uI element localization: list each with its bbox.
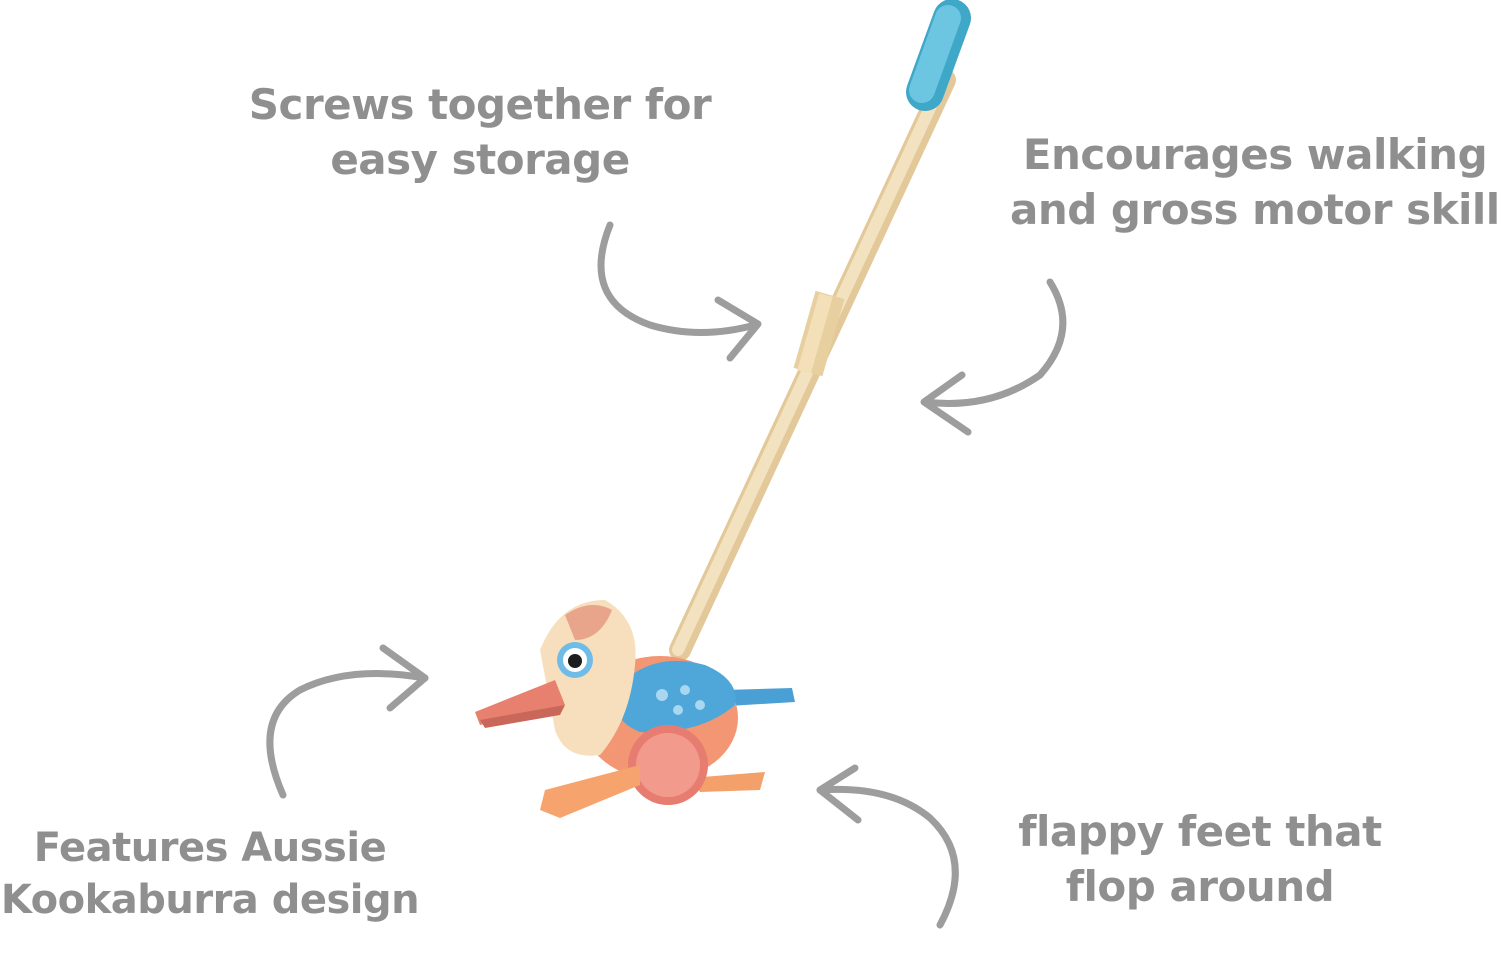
callout-walking-line2: and gross motor skills bbox=[1010, 184, 1500, 234]
callout-kookaburra: Features Aussie Kookaburra design bbox=[0, 822, 420, 926]
head bbox=[540, 600, 636, 756]
callout-walking-line1: Encourages walking bbox=[1022, 130, 1488, 179]
callout-kookaburra-line2: Kookaburra design bbox=[0, 877, 420, 923]
arrow-storage-icon bbox=[597, 221, 762, 362]
callout-storage-line2: easy storage bbox=[330, 134, 630, 184]
kookaburra-toy bbox=[475, 600, 795, 818]
callout-feet-line1: flappy feet that bbox=[1018, 807, 1382, 856]
callout-walking: Encourages walking and gross motor skill… bbox=[1010, 128, 1500, 237]
beak bbox=[475, 680, 565, 725]
callout-kookaburra-line1: Features Aussie bbox=[33, 825, 387, 871]
arrow-feet-icon bbox=[816, 764, 959, 929]
wing bbox=[614, 660, 736, 733]
back-foot bbox=[690, 772, 765, 792]
callout-storage-line1: Screws together for bbox=[248, 80, 712, 129]
callout-feet-line2: flop around bbox=[1065, 861, 1335, 911]
push-stick bbox=[669, 69, 956, 661]
tail bbox=[725, 688, 795, 706]
arrow-kookaburra-icon bbox=[266, 644, 429, 799]
arrow-walking-icon bbox=[920, 278, 1067, 436]
callout-storage: Screws together for easy storage bbox=[240, 78, 720, 187]
callout-feet: flappy feet that flop around bbox=[1000, 805, 1400, 914]
handle-grip bbox=[906, 0, 971, 111]
front-foot bbox=[540, 765, 640, 818]
